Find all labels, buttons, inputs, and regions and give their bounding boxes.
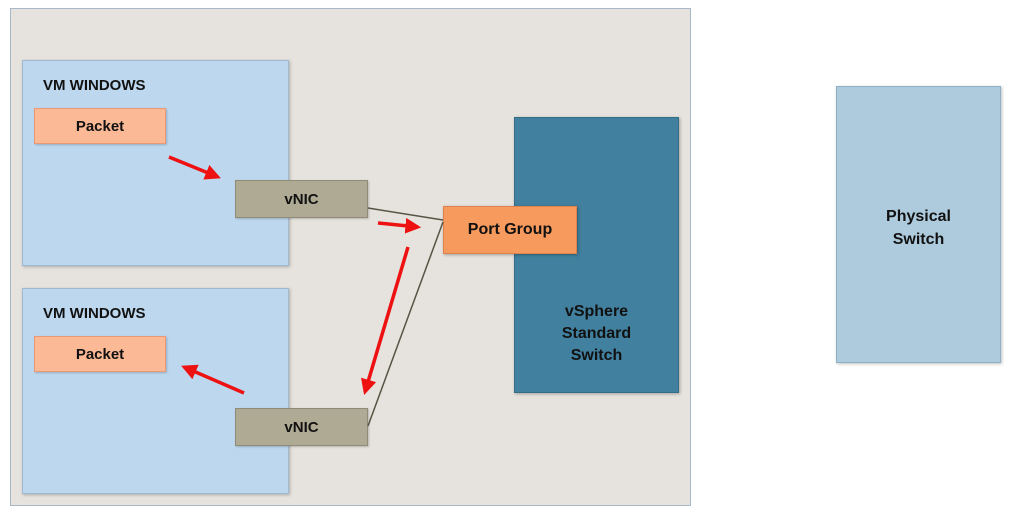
vm-windows-1: VM WINDOWS (22, 60, 289, 266)
port-group: Port Group (443, 206, 577, 254)
packet-1: Packet (34, 108, 166, 144)
arrow-vnic-to-packet (181, 364, 245, 395)
arrow-port-group-to-vnic (361, 246, 410, 396)
connector-line-vnic2 (367, 221, 444, 427)
physical-switch-label: Physical Switch (886, 208, 951, 248)
vsphere-standard-switch: vSphere Standard Switch (514, 117, 679, 393)
vm-windows-2: VM WINDOWS (22, 288, 289, 494)
vswitch-label: vSphere Standard Switch (561, 303, 632, 364)
packet-2: Packet (34, 336, 166, 372)
vm-title: VM WINDOWS (43, 305, 146, 322)
arrow-vnic-to-port-group (377, 217, 422, 234)
vnic-1: vNIC (235, 180, 368, 218)
physical-switch: Physical Switch (836, 86, 1001, 363)
vm-title: VM WINDOWS (43, 77, 146, 94)
vnic-2: vNIC (235, 408, 368, 446)
connector-line-vnic1 (367, 207, 444, 221)
arrow-packet-to-vnic (168, 155, 221, 180)
